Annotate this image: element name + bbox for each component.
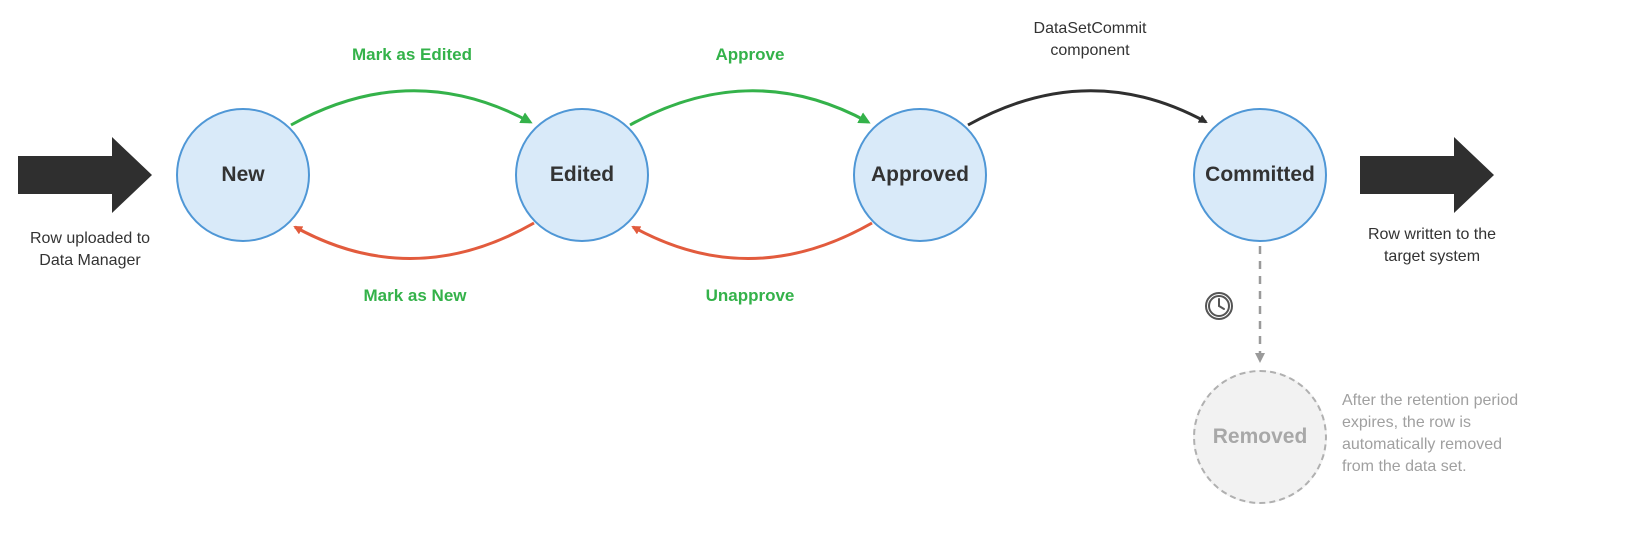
state-label-approved: Approved bbox=[870, 163, 969, 186]
state-node-edited: Edited bbox=[515, 108, 649, 242]
mark-as-edited-arrow bbox=[290, 89, 533, 127]
datasetcommit-line2: component bbox=[1050, 42, 1130, 59]
unapprove-arrow bbox=[631, 221, 873, 261]
exit-caption-line1: Row written to the bbox=[1367, 226, 1497, 243]
state-label-committed: Committed bbox=[1205, 163, 1315, 186]
state-label-new: New bbox=[221, 163, 265, 186]
transition-label-approve: Approve bbox=[715, 45, 785, 64]
state-node-removed: Removed bbox=[1193, 370, 1327, 504]
state-node-committed: Committed bbox=[1193, 108, 1327, 242]
retention-note-line1: After the retention period bbox=[1342, 392, 1519, 409]
exit-caption-line2: target system bbox=[1383, 248, 1481, 265]
retention-note: After the retention period expires, the … bbox=[1342, 390, 1582, 478]
state-node-new: New bbox=[176, 108, 310, 242]
retention-note-line3: automatically removed bbox=[1342, 436, 1503, 453]
transition-label-datasetcommit: DataSetCommit component bbox=[990, 18, 1190, 62]
transition-label-mark-as-new: Mark as New bbox=[363, 286, 467, 305]
state-label-removed: Removed bbox=[1212, 425, 1308, 448]
clock-icon bbox=[1205, 292, 1233, 320]
entry-caption-line2: Data Manager bbox=[39, 252, 141, 269]
entry-block-arrow bbox=[18, 137, 152, 213]
retention-note-line4: from the data set. bbox=[1342, 458, 1467, 475]
exit-caption: Row written to the target system bbox=[1337, 224, 1527, 268]
transition-label-mark-as-edited: Mark as Edited bbox=[352, 45, 472, 64]
transition-label-unapprove: Unapprove bbox=[705, 286, 795, 305]
state-node-approved: Approved bbox=[853, 108, 987, 242]
state-label-edited: Edited bbox=[549, 163, 615, 186]
mark-as-new-arrow bbox=[293, 221, 535, 261]
commit-arrow bbox=[967, 89, 1208, 127]
approve-arrow bbox=[629, 89, 871, 127]
entry-caption-line1: Row uploaded to bbox=[29, 230, 151, 247]
retention-note-line2: expires, the row is bbox=[1342, 414, 1471, 431]
entry-caption: Row uploaded to Data Manager bbox=[0, 228, 180, 272]
datasetcommit-line1: DataSetCommit bbox=[1033, 20, 1147, 37]
exit-block-arrow bbox=[1360, 137, 1494, 213]
